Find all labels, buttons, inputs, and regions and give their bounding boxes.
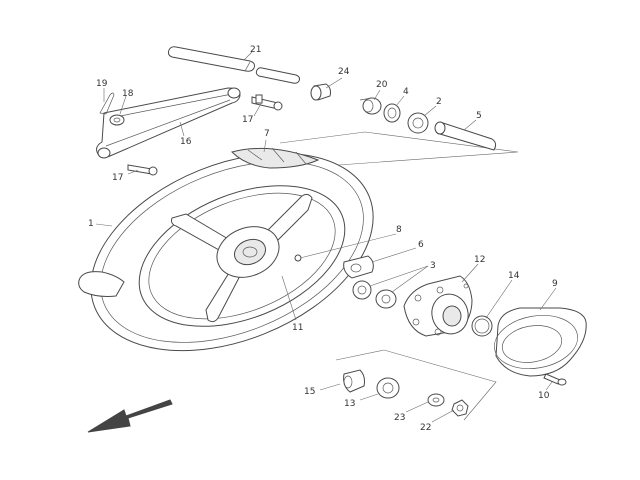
part-24-collar xyxy=(310,83,331,101)
part-17-bolt-upper xyxy=(251,94,283,111)
wheel-hub xyxy=(216,226,280,278)
callout-17-upper: 17 xyxy=(242,115,253,125)
part-3-bearings xyxy=(352,280,397,309)
part-14-o-ring xyxy=(471,315,493,337)
callout-22: 22 xyxy=(420,423,431,433)
part-2-bearing xyxy=(407,112,429,134)
part-21-axle xyxy=(167,46,301,84)
part-19-pin xyxy=(99,92,115,115)
part-4-bearing xyxy=(383,103,401,123)
part-23-washer xyxy=(427,393,445,407)
callout-15: 15 xyxy=(304,387,315,397)
callout-7: 7 xyxy=(264,129,270,139)
part-5-spacer xyxy=(434,121,497,151)
callout-labels: 21 19 18 16 17 17 24 20 4 2 5 7 1 8 6 3 … xyxy=(88,45,558,433)
callout-24: 24 xyxy=(338,67,350,77)
callout-14: 14 xyxy=(508,271,520,281)
callout-6: 6 xyxy=(418,240,424,250)
part-20-spacer xyxy=(359,97,382,115)
callout-19: 19 xyxy=(96,79,108,89)
part-18-nut xyxy=(109,114,125,126)
callout-10: 10 xyxy=(538,391,550,401)
part-9-cover xyxy=(494,307,587,377)
callout-21: 21 xyxy=(250,45,261,55)
callout-1: 1 xyxy=(88,219,94,229)
part-12-drive-hub xyxy=(403,275,473,337)
callout-17-lower: 17 xyxy=(112,173,123,183)
part-16-shaft xyxy=(96,87,241,159)
callout-16: 16 xyxy=(180,137,192,147)
axle-reference-box xyxy=(269,131,519,171)
callout-11: 11 xyxy=(292,323,303,333)
callout-2: 2 xyxy=(436,97,442,107)
lower-reference-box xyxy=(335,349,497,421)
part-6-seal xyxy=(343,255,374,279)
part-13-bearing xyxy=(376,377,400,399)
callout-23: 23 xyxy=(394,413,405,423)
callout-4: 4 xyxy=(403,87,409,97)
callout-20: 20 xyxy=(376,80,388,90)
callout-18: 18 xyxy=(122,89,134,99)
callout-5: 5 xyxy=(476,111,482,121)
callout-13: 13 xyxy=(344,399,355,409)
callout-12: 12 xyxy=(474,255,485,265)
callout-3: 3 xyxy=(430,261,436,271)
part-10-bolt xyxy=(543,373,567,386)
direction-arrow xyxy=(87,399,173,433)
part-22-nut xyxy=(451,399,469,417)
callout-8: 8 xyxy=(396,225,402,235)
callout-9: 9 xyxy=(552,279,558,289)
part-15-collar xyxy=(343,369,365,393)
part-17-bolt-lower xyxy=(127,164,158,176)
leader-lines xyxy=(95,51,557,423)
